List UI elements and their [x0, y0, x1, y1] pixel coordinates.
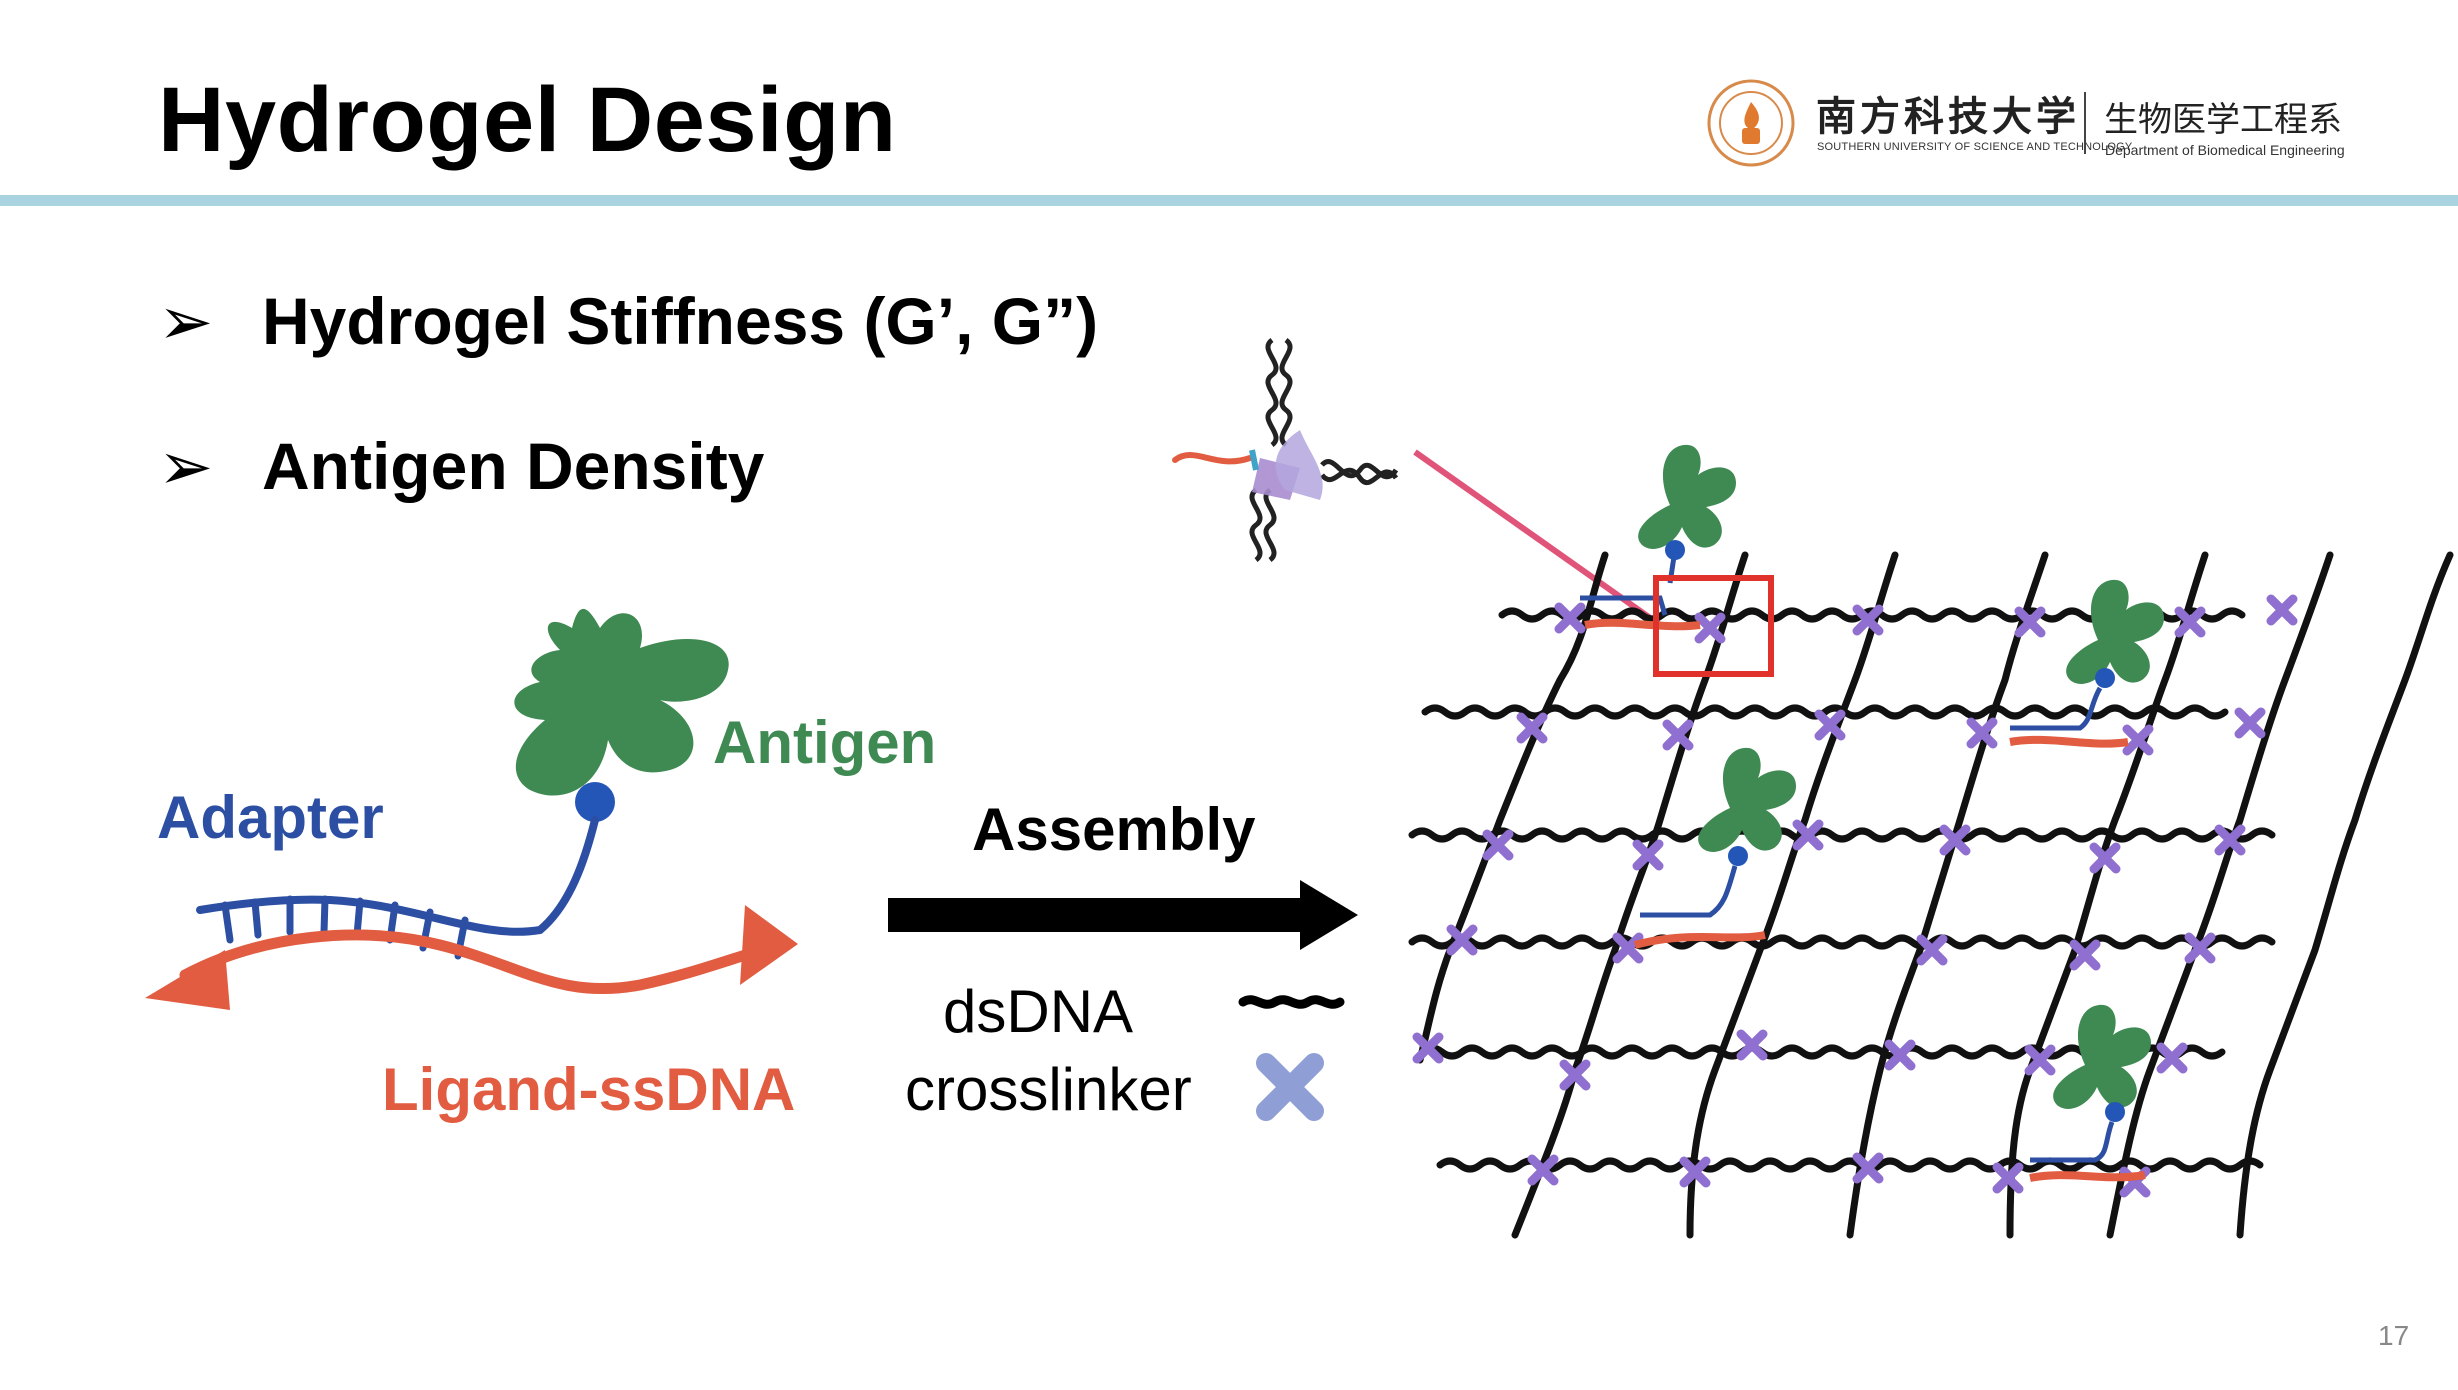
bullet-text: Hydrogel Stiffness (G’, G”) — [262, 284, 1099, 358]
crosslinker-inset — [1172, 337, 1399, 563]
network-antigen-unit — [2029, 1004, 2151, 1182]
department-name-cn: 生物医学工程系 — [2104, 100, 2342, 140]
network-antigen-unit — [1580, 444, 1736, 631]
university-name-en: SOUTHERN UNIVERSITY OF SCIENCE AND TECHN… — [1817, 141, 2133, 153]
header-rule — [0, 195, 2458, 206]
adapter-head-icon — [575, 782, 615, 822]
bullet-text: Antigen Density — [262, 429, 765, 503]
ligand-ssdna-strand — [179, 929, 786, 995]
assembly-arrow-shaft — [888, 898, 1308, 932]
assembly-label: Assembly — [972, 796, 1256, 863]
network-antigen-unit — [2009, 579, 2164, 748]
logo-divider — [2084, 92, 2086, 154]
arrow-bullet-icon: ➢ — [158, 284, 214, 358]
crosslinker-legend-icon — [1256, 1053, 1324, 1121]
bullet-item: ➢ Antigen Density — [158, 428, 764, 505]
university-logo: 南方科技大学 SOUTHERN UNIVERSITY OF SCIENCE AN… — [1706, 78, 2346, 168]
dsdna-legend-icon — [1238, 995, 1345, 1009]
arrow-bullet-icon: ➢ — [158, 429, 214, 503]
antigen-shape — [514, 608, 729, 796]
adapter-strand — [196, 816, 599, 936]
department-name-en: Department of Biomedical Engineering — [2105, 142, 2345, 158]
page-number: 17 — [2378, 1320, 2410, 1351]
adapter-label: Adapter — [157, 784, 384, 851]
university-name-cn: 南方科技大学 — [1816, 93, 2080, 140]
ligand-ssdna-label: Ligand-ssDNA — [382, 1056, 796, 1123]
hydrogel-network — [1408, 551, 2454, 1239]
network-antigen-unit — [1633, 747, 1796, 949]
university-seal-icon — [1707, 79, 1795, 167]
ligand-left-arrowhead-icon — [145, 950, 230, 1010]
bullet-item: ➢ Hydrogel Stiffness (G’, G”) — [158, 283, 1098, 360]
ligand-right-arrowhead-icon — [740, 905, 798, 985]
dsdna-legend-label: dsDNA — [943, 978, 1134, 1045]
antigen-label: Antigen — [713, 709, 937, 776]
zoom-highlight-box — [1653, 575, 1774, 677]
slide-title: Hydrogel Design — [158, 69, 897, 171]
crosslinker-legend-label: crosslinker — [905, 1056, 1192, 1123]
assembly-arrowhead-icon — [1300, 880, 1358, 950]
